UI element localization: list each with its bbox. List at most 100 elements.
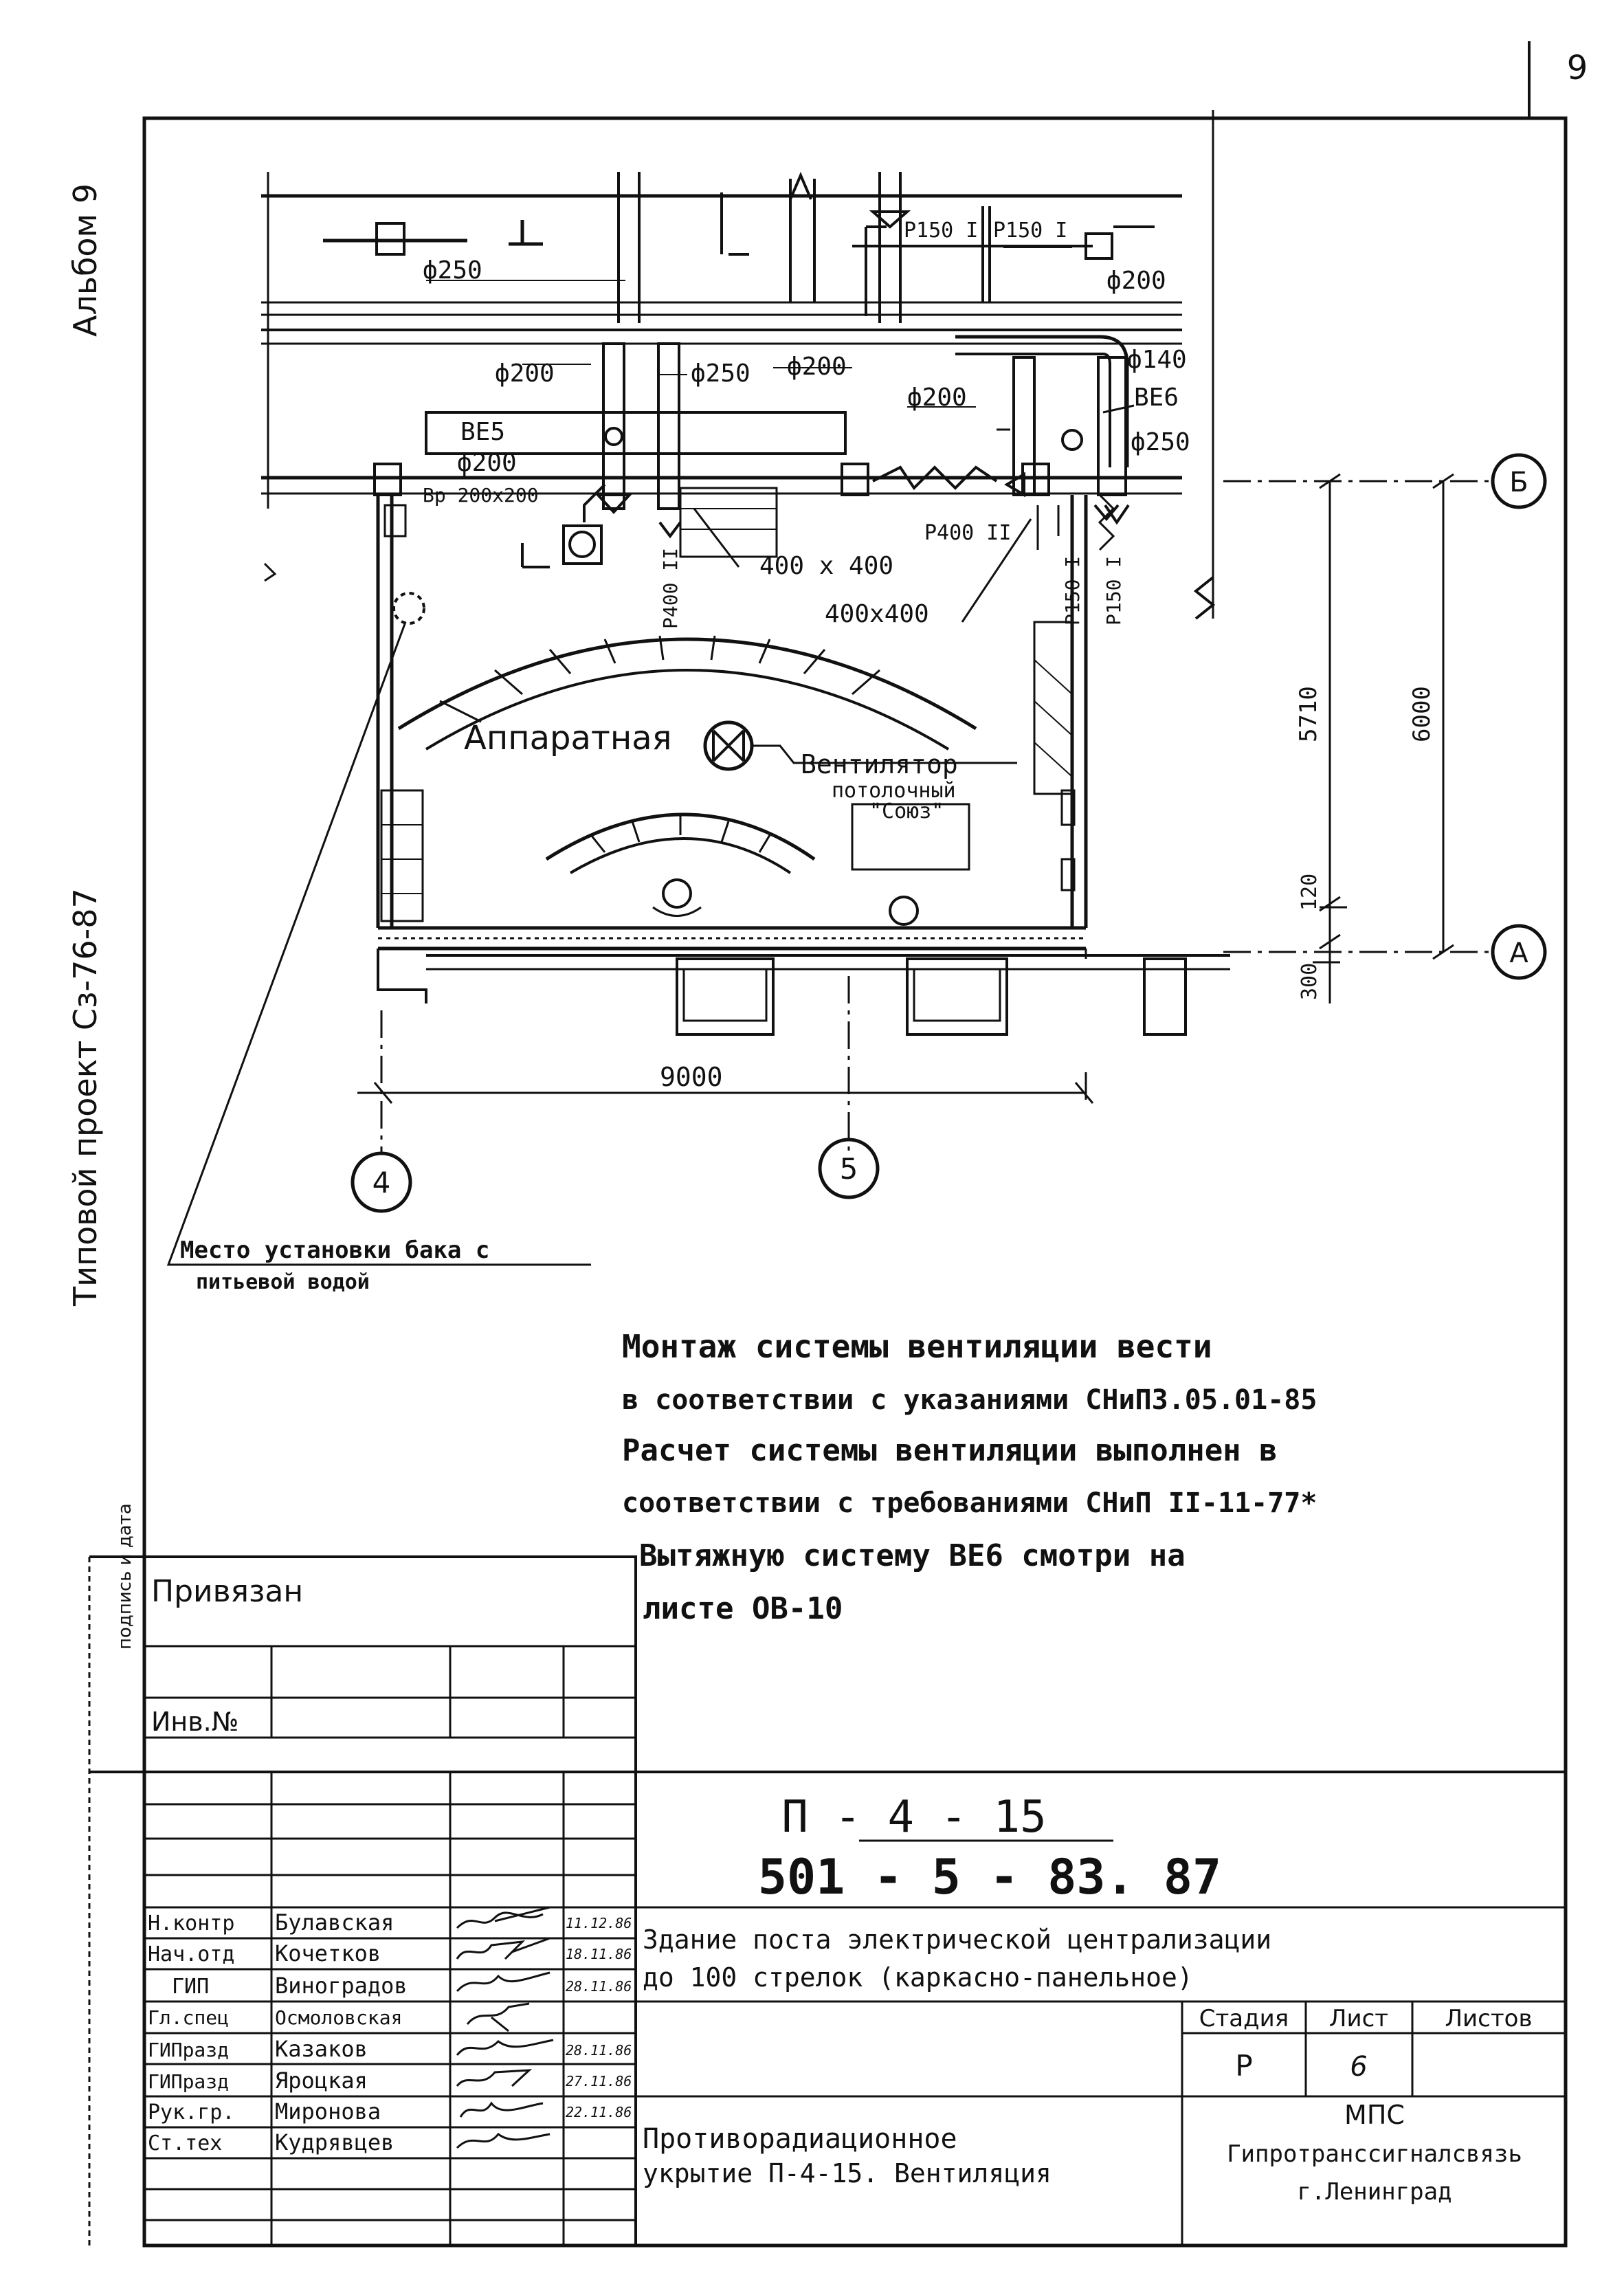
album-label: Альбом 9 <box>67 184 104 337</box>
label-duct-a: 400 х 400 <box>759 552 893 580</box>
axis-5-marker <box>818 1138 880 1199</box>
fan-label-1: Вентилятор <box>801 749 958 779</box>
label-duct-b: 400х400 <box>825 600 929 628</box>
room-label: Аппаратная <box>464 719 672 757</box>
dim-5710: 5710 <box>1295 686 1322 742</box>
name-5: Казаков <box>275 2036 368 2062</box>
axis-4-label: 4 <box>372 1166 391 1199</box>
role-8: Ст.тех <box>148 2131 222 2155</box>
project-label: Типовой проект Сз-76-87 <box>67 888 104 1307</box>
signature-5 <box>456 2039 554 2056</box>
ventilation-plan: ф250 Р150 I Р150 I ф200 ф140 ф200 ф250 ф… <box>166 110 1547 1294</box>
stage-value: Р <box>1235 2049 1252 2083</box>
privyazan-label: Привязан <box>151 1574 303 1609</box>
building-title-1: Здание поста электрической централизации <box>643 1925 1271 1955</box>
axis-a-marker <box>1491 924 1547 980</box>
signatures-table: Н.контр Булавская 11.12.86 Нач.отд Кочет… <box>148 1906 632 2155</box>
role-6: ГИПразд <box>148 2070 229 2093</box>
general-notes: Монтаж системы вентиляции вести в соотве… <box>622 1328 1317 1626</box>
sheet-title-1: Противорадиационное <box>643 2123 957 2155</box>
org-line-2: Гипротранссигналсвязь <box>1227 2140 1522 2168</box>
dim-300: 300 <box>1298 963 1322 1000</box>
name-7: Миронова <box>275 2098 381 2125</box>
axis-5-label: 5 <box>840 1152 858 1186</box>
dim-120: 120 <box>1298 874 1322 911</box>
label-p400-a: Р400 II <box>659 548 682 629</box>
signature-3 <box>456 1971 550 1993</box>
dim-6000: 6000 <box>1408 686 1436 742</box>
tank-note-2: питьевой водой <box>196 1270 370 1294</box>
label-d140: ф140 <box>1127 346 1187 374</box>
note-line-2: в соответствии с указаниями СНиП3.05.01-… <box>622 1384 1317 1416</box>
doc-code-1: П - 4 - 15 <box>781 1792 1046 1843</box>
label-p150-b: Р150 I <box>993 219 1067 243</box>
date-7: 22.11.86 <box>566 2104 632 2120</box>
label-d200-tr: ф200 <box>1106 267 1166 295</box>
stage-header: Стадия <box>1199 2005 1289 2032</box>
role-2: Нач.отд <box>148 1942 234 1966</box>
axis-a-label: А <box>1509 938 1528 969</box>
date-5: 28.11.86 <box>566 2042 632 2059</box>
org-line-1: МПС <box>1344 2100 1405 2130</box>
date-1: 11.12.86 <box>566 1915 632 1931</box>
role-3: ГИП <box>172 1975 209 1999</box>
name-4: Осмоловская <box>275 2006 402 2029</box>
list-header: Лист <box>1329 2005 1388 2032</box>
role-4: Гл.спец <box>148 2006 229 2029</box>
role-5: ГИПразд <box>148 2039 229 2061</box>
label-d200-be5: ф200 <box>457 449 517 477</box>
label-be6: ВЕ6 <box>1134 384 1179 412</box>
label-vr: Вр 200х200 <box>423 484 539 507</box>
signature-8 <box>456 2132 550 2149</box>
inv-no-label: Инв.№ <box>151 1707 238 1737</box>
label-p150-a: Р150 I <box>904 219 978 243</box>
org-line-3: г.Ленинград <box>1297 2178 1451 2206</box>
label-p150-d: Р150 I <box>1102 556 1125 625</box>
label-d250-r: ф250 <box>1131 428 1190 456</box>
sheet-title-2: укрытие П-4-15. Вентиляция <box>643 2158 1052 2188</box>
label-p400-b: Р400 II <box>924 521 1011 545</box>
label-be5: ВЕ5 <box>460 418 505 446</box>
label-d250-top: ф250 <box>423 256 482 285</box>
sheet-number: 9 <box>1567 49 1588 87</box>
role-7: Рук.гр. <box>148 2100 234 2125</box>
fan-label-2: потолочный <box>832 779 956 803</box>
signature-2 <box>456 1937 550 1960</box>
label-d250-m: ф250 <box>691 359 750 388</box>
ceiling-fan-icon <box>703 720 754 771</box>
name-8: Кудрявцев <box>275 2129 394 2155</box>
title-block: Привязан Инв.№ подпись и дата П - 4 - 15… <box>88 1503 1566 2246</box>
note-line-3: Расчет системы вентиляции выполнен в <box>622 1433 1278 1468</box>
axis-b-label: Б <box>1509 467 1528 498</box>
signature-4 <box>466 2002 530 2032</box>
name-1: Булавская <box>275 1909 394 1936</box>
label-d200-r: ф200 <box>907 384 967 412</box>
tank-note-1: Место установки бака с <box>180 1237 489 1264</box>
listov-header: Листов <box>1445 2005 1532 2032</box>
side-stamp-text: подпись и дата <box>115 1503 135 1650</box>
label-p150-c: Р150 I <box>1061 556 1084 625</box>
note-line-6: листе ОВ-10 <box>643 1591 843 1626</box>
name-6: Яроцкая <box>275 2067 368 2094</box>
note-line-1: Монтаж системы вентиляции вести <box>622 1328 1212 1365</box>
signature-7 <box>459 2101 544 2118</box>
date-3: 28.11.86 <box>566 1978 632 1995</box>
label-d200-l: ф200 <box>495 359 555 388</box>
note-line-5: Вытяжную систему ВЕ6 смотри на <box>639 1538 1186 1573</box>
axis-4-marker <box>351 1151 412 1213</box>
axis-b-marker <box>1491 453 1547 509</box>
dim-9000: 9000 <box>660 1062 723 1092</box>
role-1: Н.контр <box>148 1911 234 1936</box>
signature-6 <box>456 2069 533 2087</box>
doc-code-2: 501 - 5 - 83. 87 <box>758 1849 1221 1905</box>
sheet-frame <box>142 116 1568 2248</box>
building-title-2: до 100 стрелок (каркасно-панельное) <box>643 1962 1193 1993</box>
date-2: 18.11.86 <box>566 1946 632 1962</box>
label-d200-m: ф200 <box>787 353 847 381</box>
fan-label-3: "Союз" <box>869 799 944 823</box>
list-value: 6 <box>1350 2051 1367 2083</box>
name-3: Виноградов <box>275 1973 408 1999</box>
name-2: Кочетков <box>275 1940 381 1966</box>
note-line-4: соответствии с требованиями СНиП II-11-7… <box>622 1487 1317 1519</box>
